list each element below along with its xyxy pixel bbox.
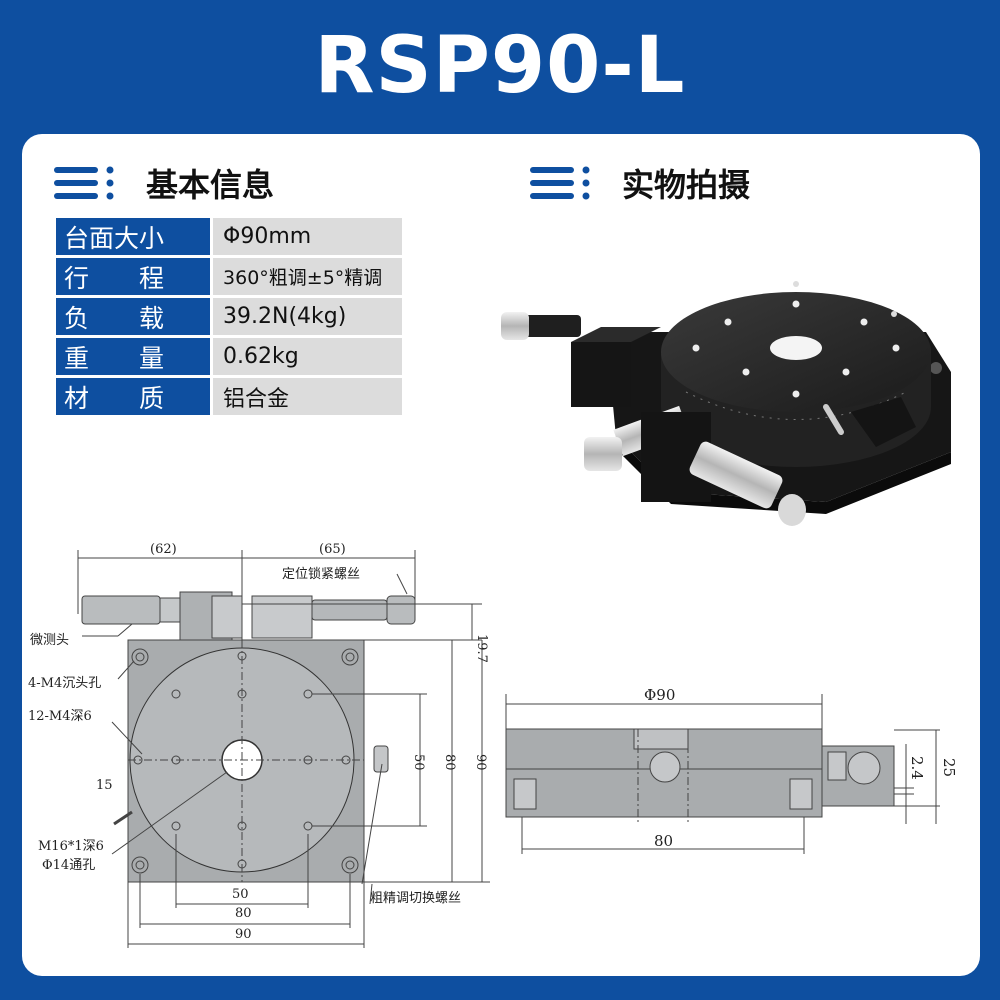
dim-90-h-label: 90 (235, 927, 252, 942)
dim-80-h-label: 80 (235, 906, 252, 921)
spec-key: 重 量 (56, 338, 211, 375)
section-photo: 实物拍摄 (530, 160, 750, 206)
lock-screw-label: 定位锁紧螺丝 (282, 566, 360, 582)
dim-80-v-label: 80 (442, 754, 457, 771)
spec-value: 铝合金 (210, 378, 402, 415)
spec-value: Φ90mm (210, 218, 402, 255)
product-photo (501, 281, 951, 526)
dim-62-label: (62) (150, 542, 177, 557)
dim-2-4-label: 2.4 (908, 756, 926, 780)
holes-label: 12-M4深6 (28, 709, 92, 724)
spec-row: 行 程 360°粗调±5°精调 (56, 258, 402, 295)
dim-25-label: 25 (940, 758, 958, 777)
switch-screw-label: 粗精调切换螺丝 (370, 891, 461, 906)
list-icon (54, 166, 114, 200)
center-hole-label: M16*1深6 (38, 839, 104, 854)
spec-key: 负 载 (56, 298, 211, 335)
spec-value: 0.62kg (210, 338, 402, 375)
technical-drawings: (62) (65) 定位锁紧螺丝 微测头 4-M4沉头孔 12-M4深6 15 … (28, 542, 958, 948)
spec-row: 材 质 铝合金 (56, 378, 402, 415)
spec-key: 材 质 (56, 378, 211, 415)
spec-value: 360°粗调±5°精调 (210, 258, 402, 295)
micrometer-label: 微测头 (30, 633, 69, 648)
through-hole-label: Φ14通孔 (42, 858, 95, 873)
dim-15-label: 15 (96, 778, 113, 793)
dim-50-v-label: 50 (411, 754, 426, 771)
section-title: 基本信息 (146, 166, 275, 204)
dia-90-label: Φ90 (644, 686, 675, 704)
dim-90-v-label: 90 (473, 754, 488, 771)
dim-65-label: (65) (319, 542, 346, 557)
spec-value: 39.2N(4kg) (210, 298, 402, 335)
side-view-labels: Φ90 80 2.4 25 (644, 686, 958, 850)
dim-80-label: 80 (654, 832, 673, 850)
spec-table: 台面大小 Φ90mm 行 程 360°粗调±5°精调 负 载 39.2N(4kg… (56, 215, 402, 418)
section-basic-info: 基本信息 (54, 160, 274, 206)
section-title: 实物拍摄 (622, 166, 751, 204)
spec-key: 行 程 (56, 258, 211, 295)
dim-50-h-label: 50 (232, 887, 249, 902)
list-icon (530, 166, 590, 200)
page-title: RSP90-L (314, 21, 686, 111)
content-panel: 基本信息 实物拍摄 台面大小 Φ90mm 行 程 360°粗调±5°精调 (22, 134, 980, 976)
spec-row: 重 量 0.62kg (56, 338, 402, 375)
spec-key: 台面大小 (56, 218, 211, 255)
top-view-labels: (62) (65) 定位锁紧螺丝 微测头 4-M4沉头孔 12-M4深6 15 … (28, 542, 489, 942)
top-view-drawing (77, 550, 490, 948)
countersink-label: 4-M4沉头孔 (28, 676, 101, 691)
dim-19-7-label: 19.7 (474, 634, 489, 663)
spec-row: 台面大小 Φ90mm (56, 218, 402, 255)
spec-row: 负 载 39.2N(4kg) (56, 298, 402, 335)
side-view-drawing (505, 694, 940, 854)
